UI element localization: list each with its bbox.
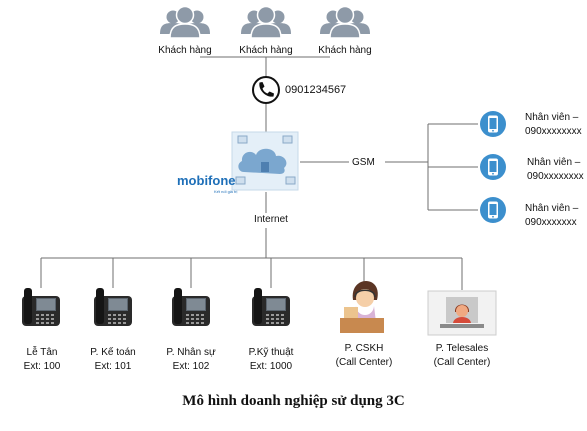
- hotline-number: 0901234567: [285, 84, 347, 96]
- desk-phone-icon-2: [94, 288, 132, 326]
- extension-number-6: (Call Center): [433, 357, 491, 368]
- extension-number-5: (Call Center): [335, 357, 393, 368]
- extension-number-2: Ext: 101: [94, 361, 132, 372]
- extension-number-1: Ext: 100: [23, 361, 61, 372]
- hotline-phone-icon: [252, 76, 280, 104]
- customer-label-3: Khách hàng: [318, 45, 372, 56]
- extension-dept-5: P. CSKH: [344, 343, 384, 354]
- internet-label: Internet: [254, 214, 288, 225]
- extension-number-3: Ext: 102: [172, 361, 210, 372]
- customer-icon-1: [159, 5, 211, 39]
- mobile-staff-name-1: Nhân viên –: [525, 112, 579, 123]
- call-center-agent-icon-2: [427, 290, 497, 336]
- mobile-phone-icon-3: [480, 197, 506, 223]
- connection-lines: [40, 56, 478, 290]
- mobile-phone-icon-1: [480, 111, 506, 137]
- diagram-caption: Mô hình doanh nghiệp sử dụng 3C: [182, 393, 405, 409]
- cloud-server-icon: [231, 131, 299, 191]
- mobile-staff-number-2: 090xxxxxxxx: [527, 171, 584, 182]
- mobile-staff-name-2: Nhân viên –: [527, 157, 581, 168]
- mobifone-logo: mobifone Kết nối giá trị: [177, 173, 237, 194]
- svg-text:Kết nối giá trị: Kết nối giá trị: [214, 189, 237, 194]
- customer-label-2: Khách hàng: [239, 45, 293, 56]
- gsm-label: GSM: [352, 157, 375, 168]
- extension-dept-4: P.Kỹ thuật: [248, 347, 294, 358]
- desk-phone-icon-4: [252, 288, 290, 326]
- mobile-staff-number-1: 090xxxxxxxx: [525, 126, 582, 137]
- desk-phone-icon-1: [22, 288, 60, 326]
- extension-dept-2: P. Kế toán: [90, 347, 136, 358]
- mobile-staff-name-3: Nhân viên –: [525, 203, 579, 214]
- extension-dept-6: P. Telesales: [435, 343, 489, 354]
- desk-phone-icon-3: [172, 288, 210, 326]
- call-center-agent-icon-1: [340, 281, 384, 333]
- mobile-phone-icon-2: [480, 154, 506, 180]
- customer-icon-2: [240, 5, 292, 39]
- customer-label-1: Khách hàng: [158, 45, 212, 56]
- extension-dept-1: Lễ Tân: [26, 347, 58, 358]
- extension-dept-3: P. Nhân sự: [166, 347, 216, 358]
- svg-text:mobifone: mobifone: [177, 173, 236, 188]
- mobile-staff-number-3: 090xxxxxxx: [525, 217, 577, 228]
- extension-number-4: Ext: 1000: [249, 361, 293, 372]
- customer-icon-3: [319, 5, 371, 39]
